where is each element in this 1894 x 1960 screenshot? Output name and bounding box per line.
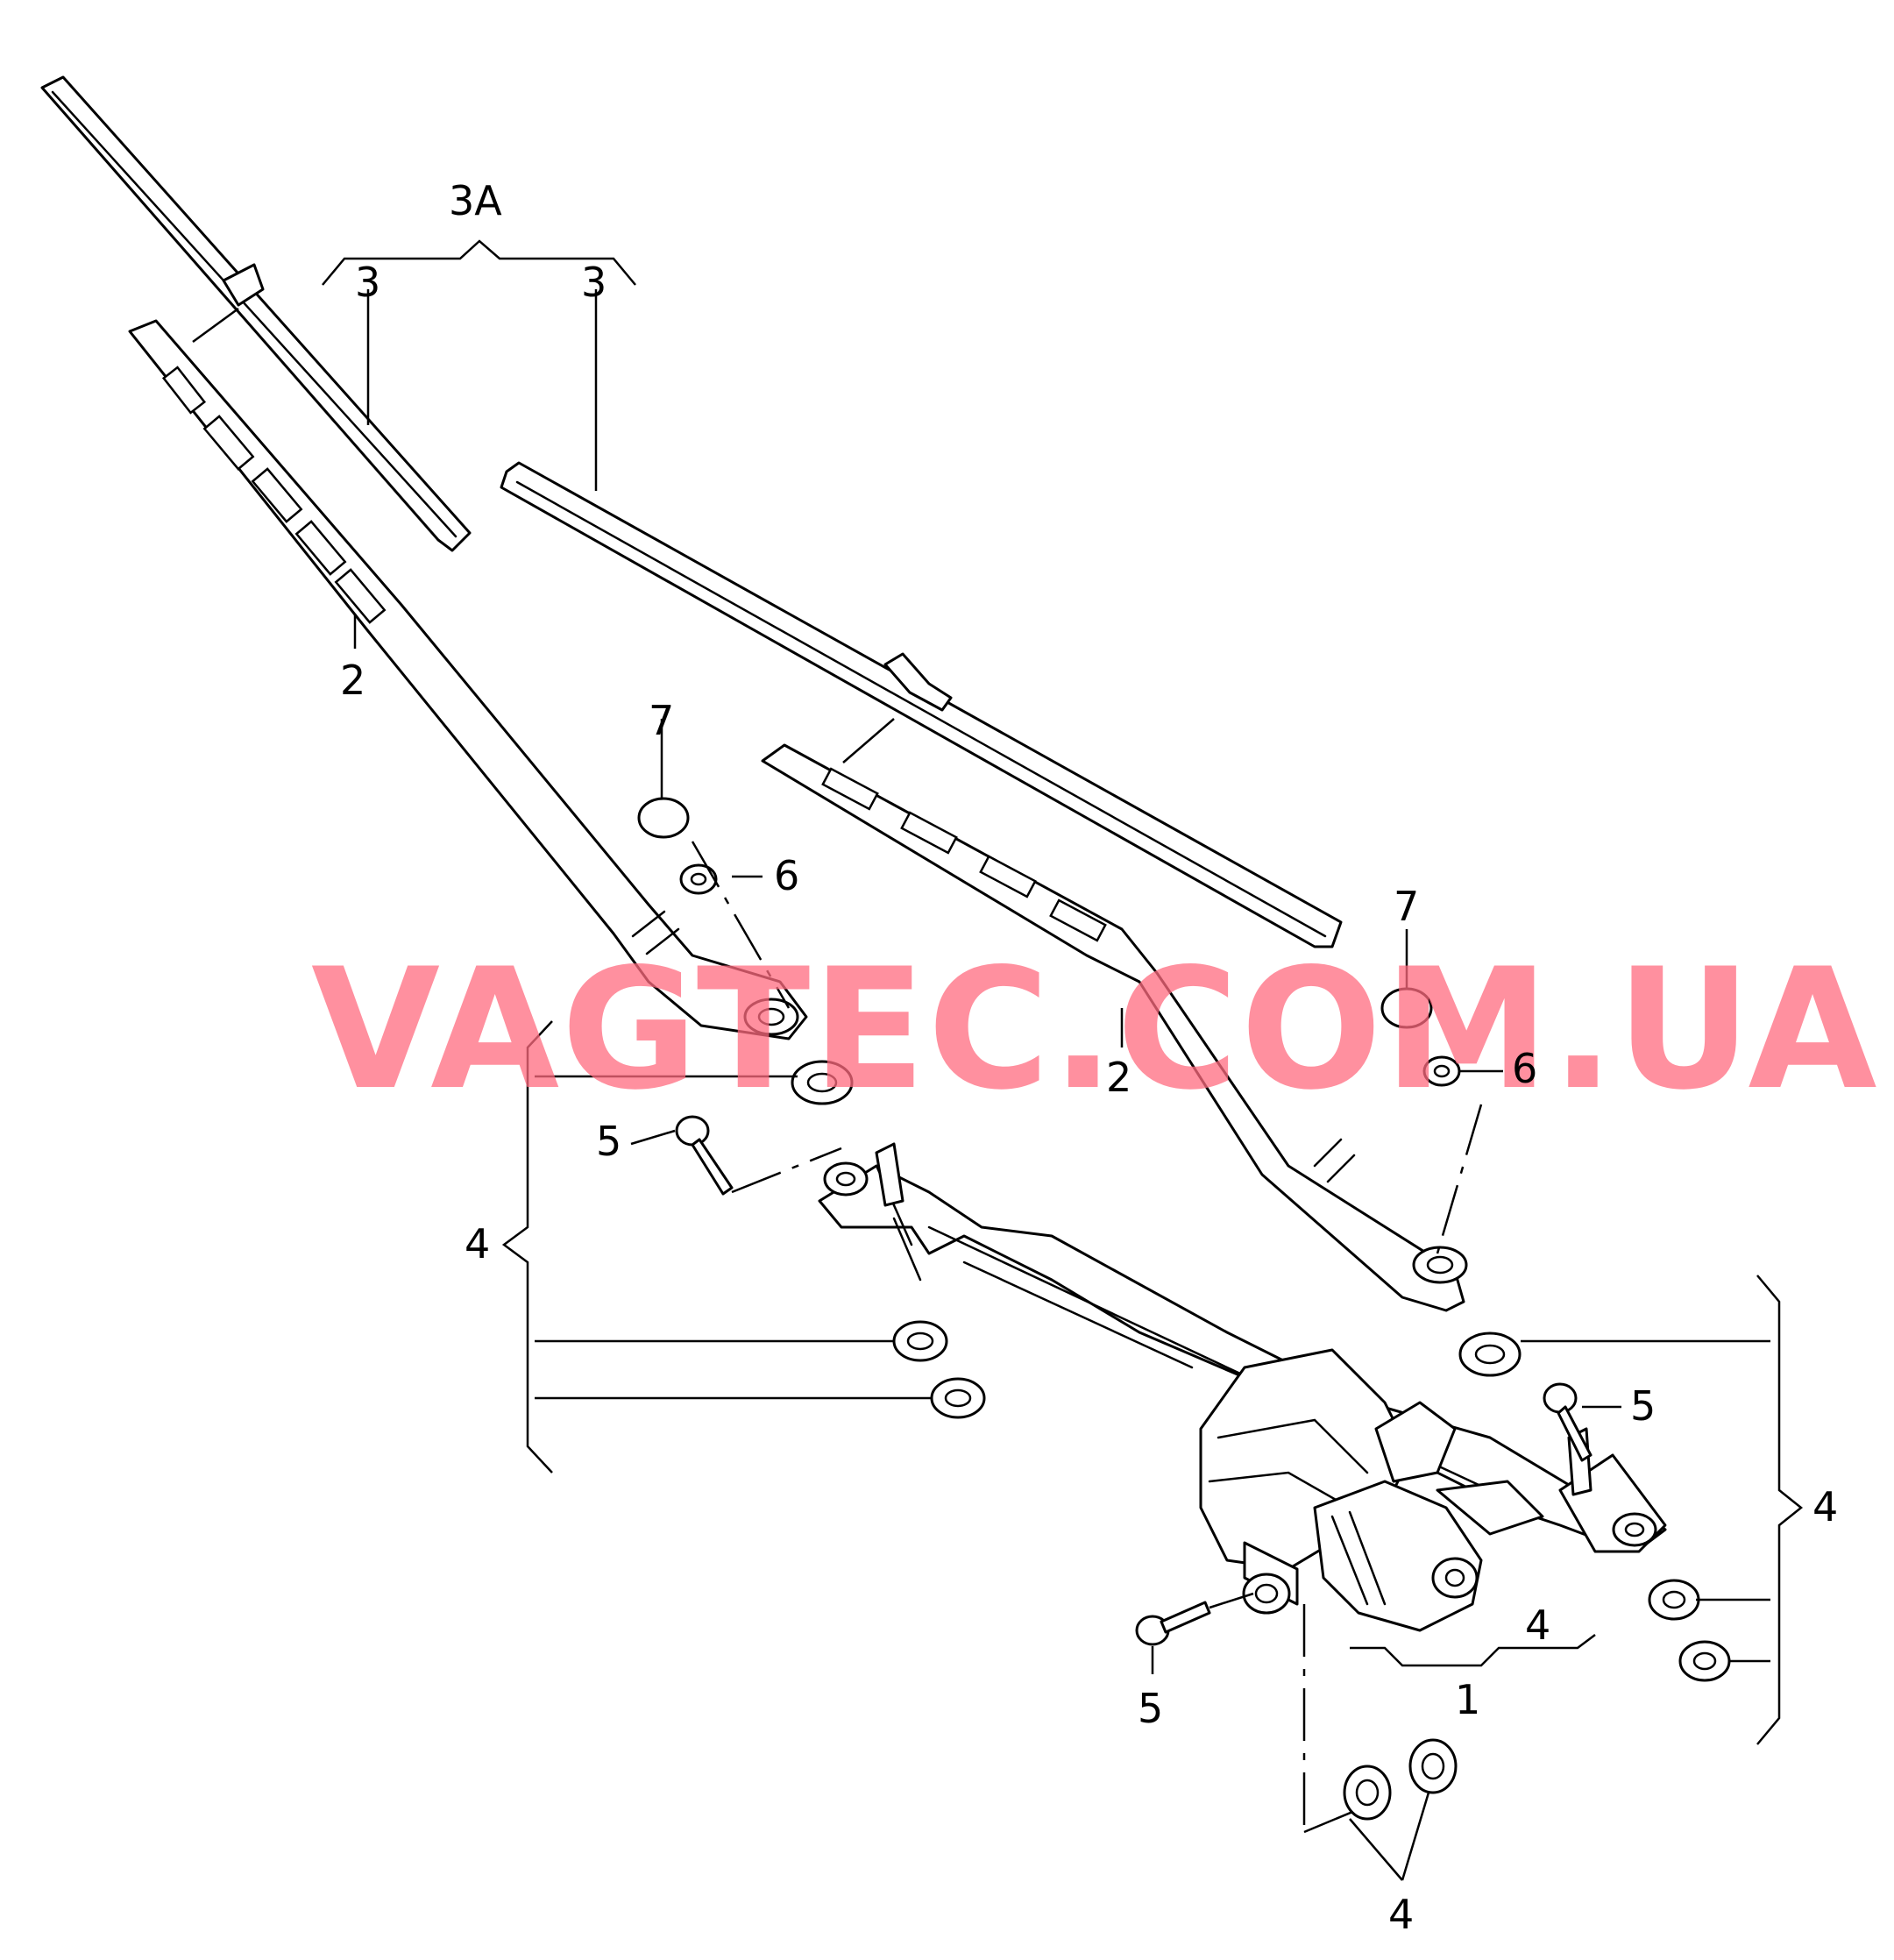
axis-left <box>691 841 791 1009</box>
callout-cap-right: 7 <box>1394 883 1419 930</box>
callout-nut-right: 6 <box>1512 1045 1537 1092</box>
motor-bracket <box>1350 1634 1596 1667</box>
bushing-set-bottom <box>1343 1738 1458 1821</box>
callout-kit-left: 4 <box>465 1220 490 1268</box>
wiper-linkage-frame <box>818 1142 1667 1553</box>
callout-kit-motor: 4 <box>1525 1601 1550 1649</box>
callout-kit-right: 4 <box>1812 1483 1838 1530</box>
callout-blade-left: 3 <box>355 259 380 306</box>
axis-right <box>1436 1104 1483 1254</box>
callout-bolt-motor: 5 <box>1138 1685 1163 1732</box>
watermark-text: VAGTEC.COM.UA <box>311 933 1879 1126</box>
wiper-blade-right <box>500 461 1343 948</box>
callout-blade-right: 3 <box>581 259 607 306</box>
bolt-motor <box>1135 1601 1211 1646</box>
wiper-motor <box>1199 1348 1483 1834</box>
brace-3a <box>322 239 636 286</box>
callout-kit-bottom: 4 <box>1388 1891 1414 1938</box>
callout-motor: 1 <box>1455 1676 1480 1723</box>
bushing-set-left <box>791 1060 986 1419</box>
wiper-arm-right <box>761 743 1468 1312</box>
wiper-blade-left <box>40 75 472 552</box>
bolt-left <box>675 1115 734 1196</box>
callout-bolt-left: 5 <box>596 1118 621 1165</box>
wiper-arm-left <box>128 319 808 1040</box>
callout-arm-left: 2 <box>340 657 365 704</box>
brace-left-kit <box>501 1020 553 1474</box>
bolt-right <box>1543 1382 1593 1462</box>
callout-blade-set: 3A <box>449 177 502 224</box>
callout-nut-left: 6 <box>774 852 799 899</box>
nut-right <box>1422 1055 1461 1087</box>
nut-left <box>679 863 718 895</box>
callout-bolt-right: 5 <box>1630 1382 1656 1430</box>
cap-left <box>637 797 690 839</box>
callout-cap-left: 7 <box>649 697 674 744</box>
bolt-motor-axis <box>1209 1592 1254 1609</box>
callout-arm-right: 2 <box>1106 1054 1131 1101</box>
brace-right-kit <box>1756 1275 1804 1745</box>
bolt-left-axis <box>731 1147 842 1194</box>
